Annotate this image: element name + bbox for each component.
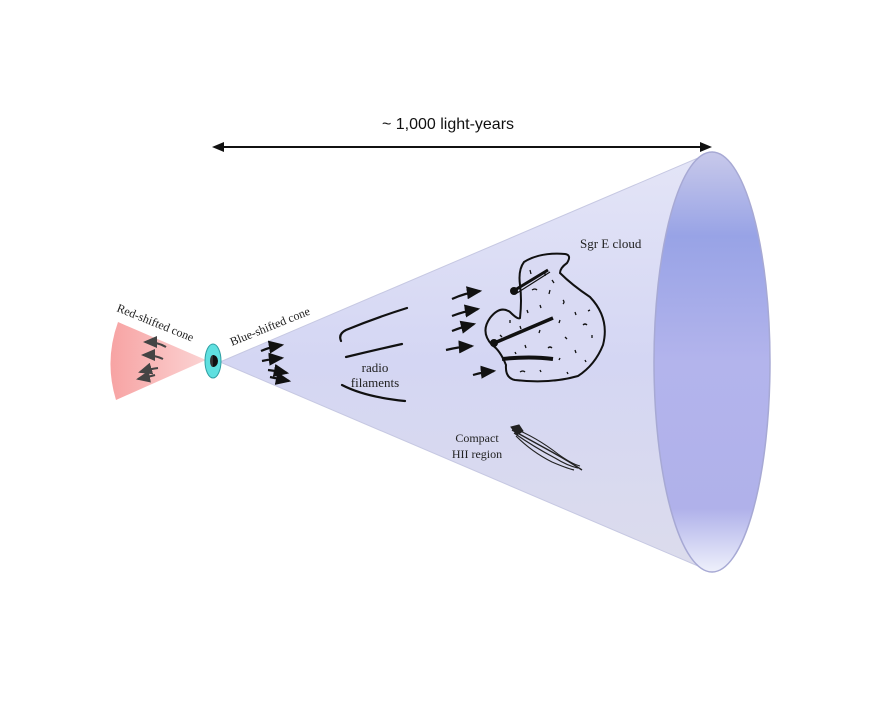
scale-label: ~ 1,000 light-years xyxy=(382,116,514,133)
radio-filaments xyxy=(339,306,409,403)
cone-opening xyxy=(653,151,771,573)
hii-label-line2: HII region xyxy=(452,447,502,461)
hii-label-line1: Compact xyxy=(455,431,499,445)
blue-shifted-cone xyxy=(218,151,771,573)
radio-label-line2: filaments xyxy=(351,375,399,390)
central-source-icon xyxy=(204,343,222,379)
outflow-arrows-cloud xyxy=(445,286,497,379)
outflow-arrows-near xyxy=(260,340,292,385)
compact-hii-region xyxy=(510,424,583,471)
sgr-e-label: Sgr E cloud xyxy=(580,236,642,251)
red-shifted-cone xyxy=(110,322,206,400)
scale-arrow xyxy=(212,142,712,152)
sgr-e-cloud xyxy=(484,252,606,383)
radio-label-line1: radio xyxy=(362,360,389,375)
